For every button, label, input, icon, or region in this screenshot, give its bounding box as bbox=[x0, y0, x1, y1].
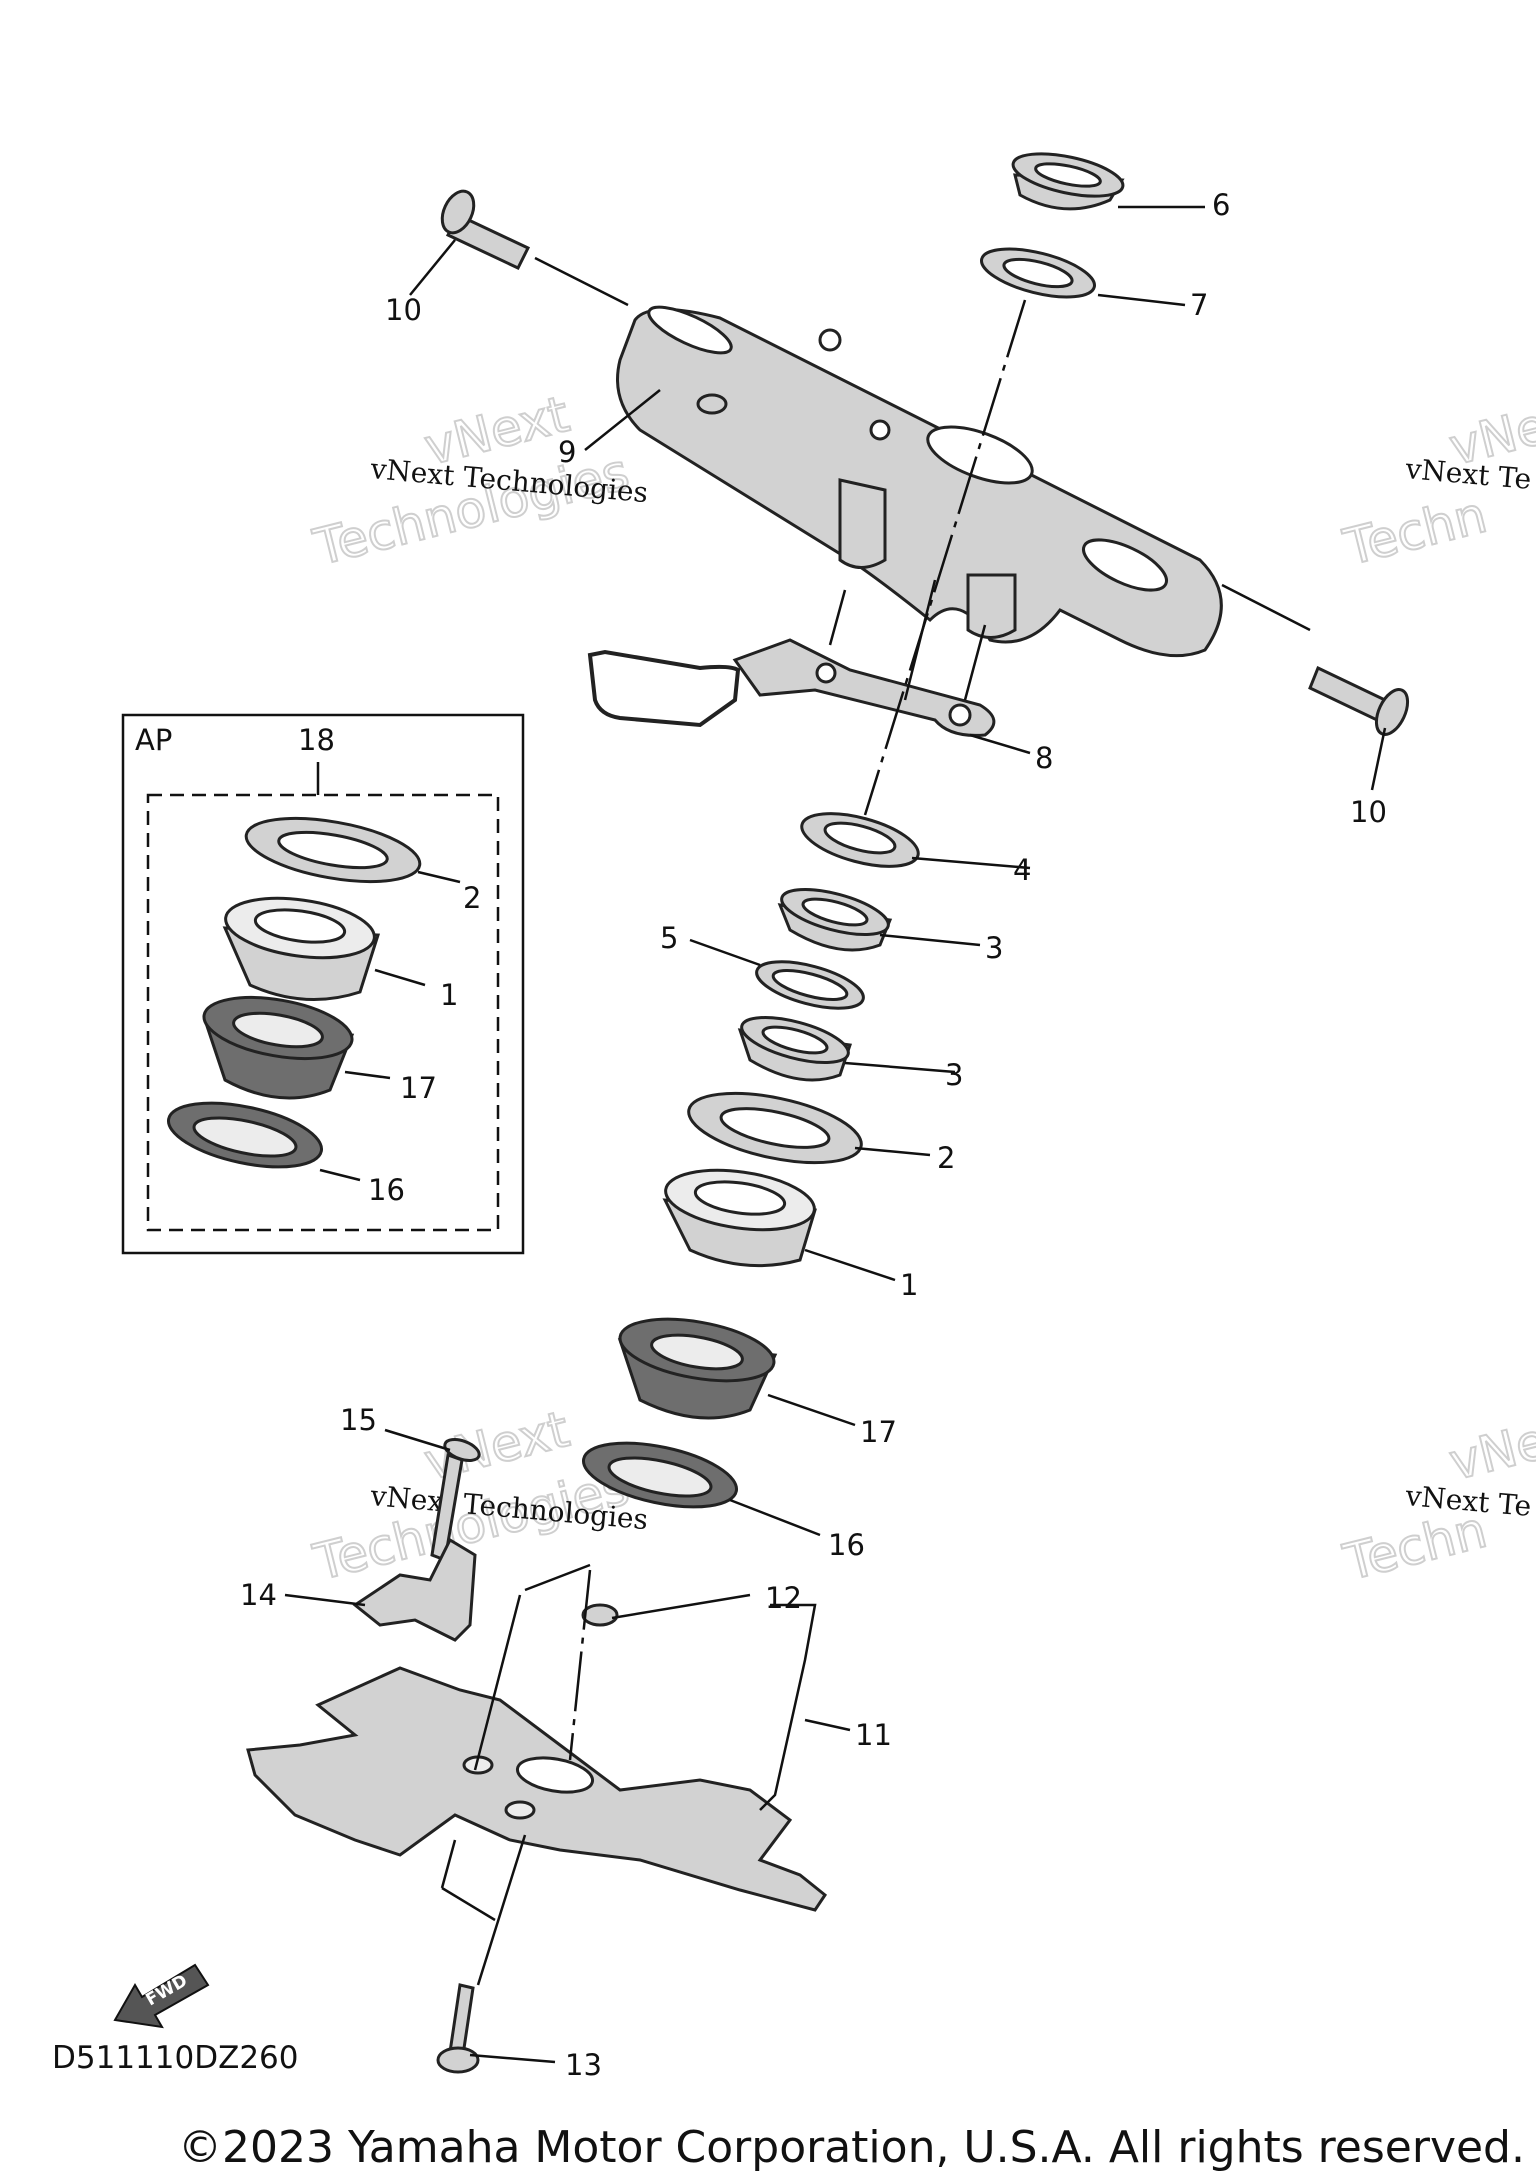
watermark-group-top-right: vNe Techn vNext Te bbox=[1337, 396, 1536, 578]
callout-16: 16 bbox=[828, 1528, 865, 1562]
inset-washer-2 bbox=[244, 816, 422, 884]
washer-2 bbox=[687, 1091, 863, 1165]
callout-inset-17: 17 bbox=[400, 1071, 437, 1105]
washer-4 bbox=[800, 812, 920, 868]
callout-11: 11 bbox=[855, 1718, 892, 1752]
callout-12: 12 bbox=[765, 1581, 802, 1615]
washer-5 bbox=[755, 960, 865, 1010]
callout-18: 18 bbox=[298, 723, 335, 757]
watermark-word2-cut: Techn bbox=[1338, 486, 1492, 577]
bearing-17 bbox=[617, 1317, 778, 1420]
centre-lines bbox=[440, 299, 1027, 1986]
callout-6: 6 bbox=[1212, 188, 1230, 222]
callout-14: 14 bbox=[240, 1578, 277, 1612]
callout-9: 9 bbox=[558, 435, 576, 469]
wire-bracket-8 bbox=[587, 638, 996, 737]
callouts: 6 7 10 9 10 8 4 3 5 3 2 1 17 16 15 14 12… bbox=[240, 188, 1387, 2082]
callout-13: 13 bbox=[565, 2048, 602, 2082]
copyright-notice: ©2023 Yamaha Motor Corporation, U.S.A. A… bbox=[178, 2122, 1525, 2173]
bolt-13 bbox=[436, 1983, 480, 2074]
bolt-10-right bbox=[1308, 665, 1410, 736]
collar-3-upper bbox=[777, 888, 893, 952]
clamp-14 bbox=[352, 1537, 477, 1642]
watermark-group-mid-right: vNe Techn vNext Te bbox=[1337, 1411, 1536, 1593]
callout-1: 1 bbox=[900, 1268, 918, 1302]
callout-4: 4 bbox=[1013, 853, 1031, 887]
watermark-word1-cut: vNe bbox=[1444, 1412, 1536, 1492]
bearing-1 bbox=[662, 1168, 817, 1268]
washer-7 bbox=[980, 247, 1096, 299]
callout-2: 2 bbox=[937, 1141, 955, 1175]
seal-16 bbox=[581, 1441, 739, 1509]
callout-7: 7 bbox=[1190, 288, 1208, 322]
fwd-arrow-icon: FWD bbox=[113, 1963, 210, 2029]
callout-inset-2: 2 bbox=[463, 881, 481, 915]
callout-15: 15 bbox=[340, 1403, 377, 1437]
upper-bracket-9 bbox=[616, 305, 1223, 658]
lower-bracket-11 bbox=[246, 1666, 828, 1912]
callout-17: 17 bbox=[860, 1415, 897, 1449]
inset-label: AP bbox=[135, 723, 172, 757]
diagram-code: D511110DZ260 bbox=[52, 2040, 299, 2076]
callout-inset-16: 16 bbox=[368, 1173, 405, 1207]
inset-seal-16 bbox=[166, 1101, 324, 1169]
inset-ap-box: AP bbox=[121, 713, 525, 1255]
nut-6 bbox=[1011, 152, 1125, 211]
grommet-12 bbox=[581, 1603, 619, 1627]
callout-5: 5 bbox=[660, 921, 678, 955]
bolt-10-top bbox=[440, 189, 531, 270]
leader-lines bbox=[284, 205, 1387, 2064]
inset-bearing-17 bbox=[202, 996, 355, 1100]
callout-10-right: 10 bbox=[1350, 795, 1387, 829]
callout-10-top: 10 bbox=[385, 293, 422, 327]
collar-3-lower bbox=[737, 1016, 852, 1082]
callout-inset-1: 1 bbox=[440, 978, 458, 1012]
callout-8: 8 bbox=[1035, 741, 1053, 775]
inset-bearing-1 bbox=[222, 896, 381, 1001]
callout-3-lower: 3 bbox=[945, 1058, 963, 1092]
callout-3-upper: 3 bbox=[985, 931, 1003, 965]
watermark-group-top: vNext Technologies vNext Technologies bbox=[307, 384, 649, 578]
